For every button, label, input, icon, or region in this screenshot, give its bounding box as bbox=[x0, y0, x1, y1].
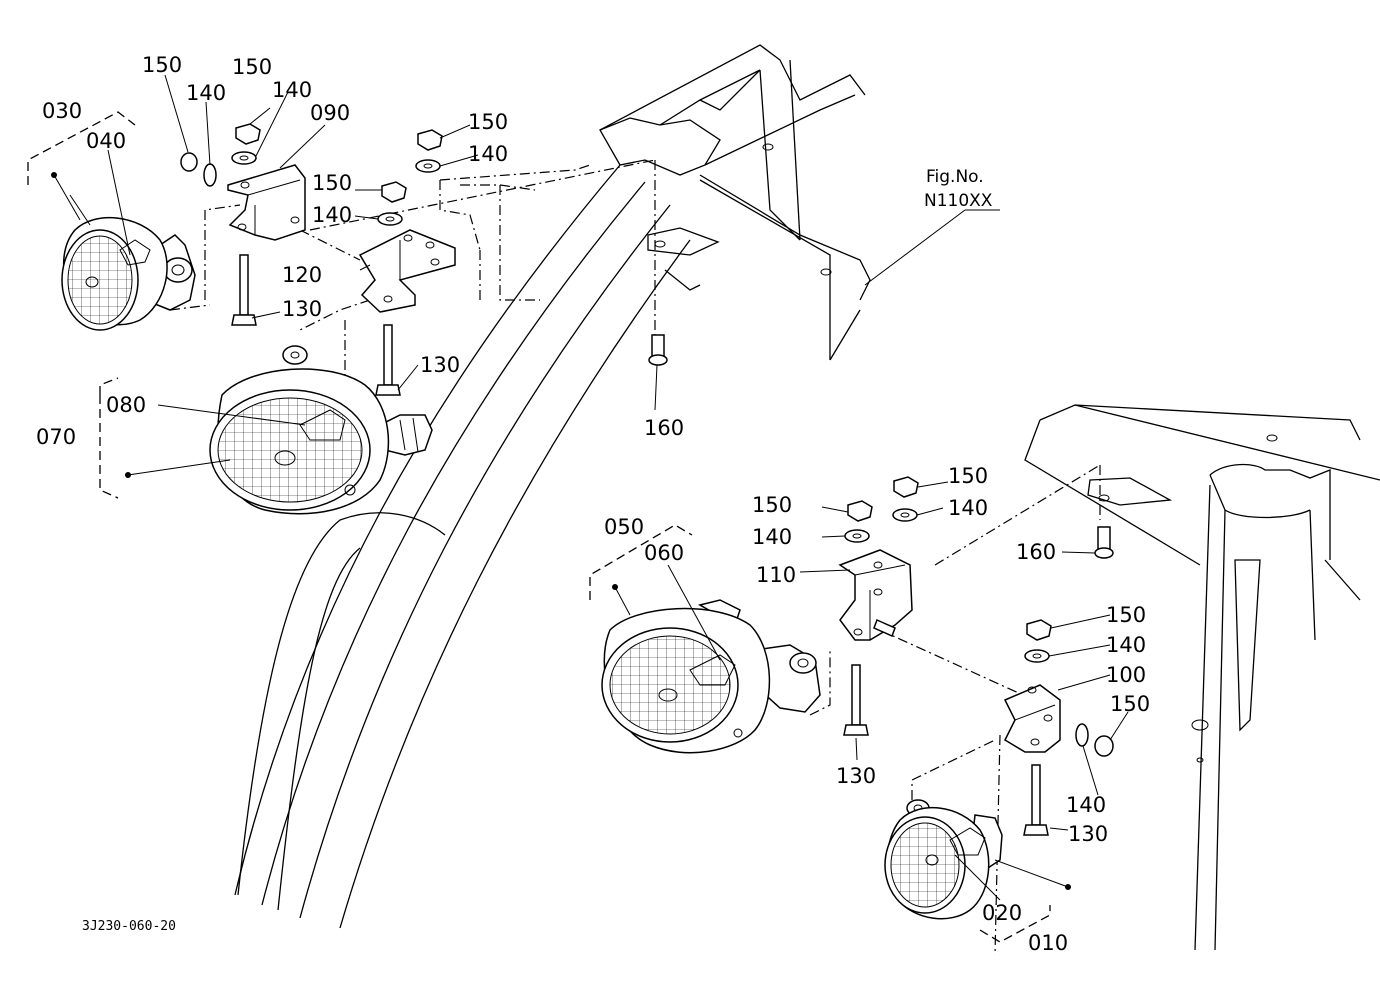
callout-140: 140 bbox=[948, 496, 988, 520]
callout-150: 150 bbox=[948, 464, 988, 488]
callout-140: 140 bbox=[752, 525, 792, 549]
assembly-dots bbox=[51, 172, 1071, 890]
callout-090: 090 bbox=[310, 101, 350, 125]
work-lamp-070 bbox=[209, 345, 433, 515]
figure-reference: Fig.No. bbox=[926, 167, 984, 187]
nut-150 bbox=[180, 123, 1114, 757]
callout-070: 070 bbox=[36, 425, 76, 449]
callout-130: 130 bbox=[1068, 822, 1108, 846]
callout-150: 150 bbox=[312, 171, 352, 195]
callout-080: 080 bbox=[106, 393, 146, 417]
callout-130: 130 bbox=[836, 764, 876, 788]
callout-050: 050 bbox=[604, 515, 644, 539]
callout-150: 150 bbox=[1110, 692, 1150, 716]
callout-130: 130 bbox=[282, 297, 322, 321]
callout-110: 110 bbox=[756, 563, 796, 587]
reference-lines bbox=[169, 159, 1101, 956]
callout-060: 060 bbox=[644, 541, 684, 565]
work-lamp-030 bbox=[61, 217, 196, 331]
assembly-brackets bbox=[27, 111, 1051, 943]
callout-130: 130 bbox=[420, 353, 460, 377]
work-lamp-050 bbox=[601, 599, 821, 754]
callout-150: 150 bbox=[142, 53, 182, 77]
callout-140: 140 bbox=[272, 78, 312, 102]
callout-140: 140 bbox=[1106, 633, 1146, 657]
leader-lines bbox=[53, 74, 1129, 901]
callout-040: 040 bbox=[86, 129, 126, 153]
callout-140: 140 bbox=[1066, 793, 1106, 817]
callout-150: 150 bbox=[468, 110, 508, 134]
callout-140: 140 bbox=[186, 81, 226, 105]
callout-160: 160 bbox=[1016, 540, 1056, 564]
callout-150: 150 bbox=[752, 493, 792, 517]
drawing-code: 3J230-060-20 bbox=[82, 919, 176, 934]
work-lamp-010 bbox=[884, 799, 1003, 920]
bolt-130 bbox=[231, 254, 1049, 836]
washer-140 bbox=[203, 151, 1089, 747]
callout-030: 030 bbox=[42, 99, 82, 123]
callout-150: 150 bbox=[232, 55, 272, 79]
callout-160: 160 bbox=[644, 416, 684, 440]
bracket-110 bbox=[838, 549, 913, 641]
callout-labels: 030 040 150 140 150 140 090 150 140 150 … bbox=[36, 53, 1150, 955]
bracket-100 bbox=[1003, 684, 1061, 753]
cab-frame bbox=[234, 44, 1380, 951]
bracket-120 bbox=[358, 229, 456, 313]
figure-reference-number: N110XX bbox=[924, 191, 993, 211]
callout-140: 140 bbox=[312, 203, 352, 227]
callout-120: 120 bbox=[282, 263, 322, 287]
callout-150: 150 bbox=[1106, 603, 1146, 627]
callout-140: 140 bbox=[468, 142, 508, 166]
bolt-160 bbox=[648, 334, 1114, 559]
callout-010: 010 bbox=[1028, 931, 1068, 955]
bracket-090 bbox=[227, 164, 306, 241]
callout-020: 020 bbox=[982, 901, 1022, 925]
callout-100: 100 bbox=[1106, 663, 1146, 687]
